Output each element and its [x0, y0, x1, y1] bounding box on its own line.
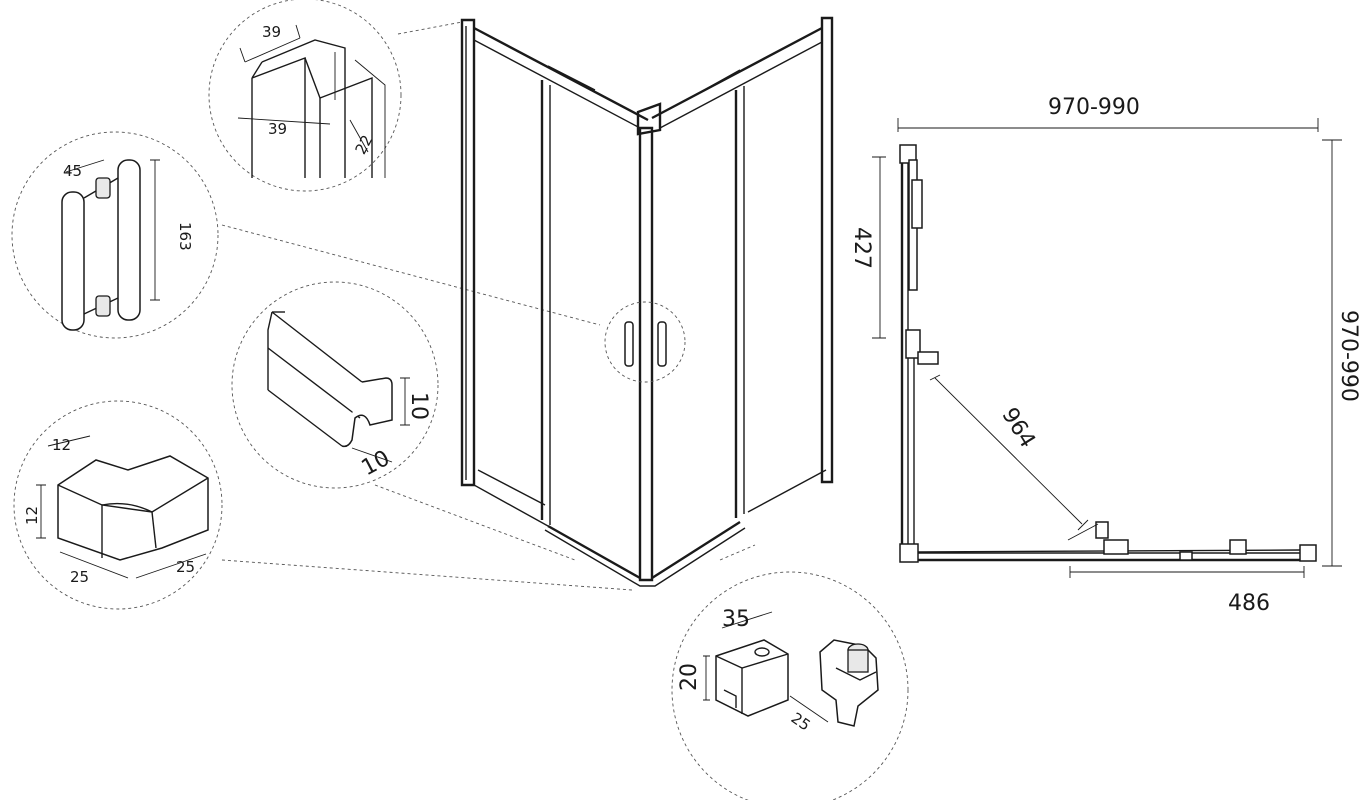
enclosure-3d	[460, 16, 834, 587]
detail-handle	[11, 131, 219, 339]
detail-corner	[13, 400, 223, 610]
corner-height: 12	[23, 506, 41, 525]
roller-guide: 25	[788, 709, 814, 735]
roller-width: 35	[722, 607, 750, 632]
plan-entry-width: 486	[1228, 591, 1270, 616]
leader-lines	[221, 21, 756, 591]
detail-profile	[208, 0, 402, 192]
seal-width: 10	[358, 446, 394, 481]
corner-leg-a: 25	[70, 568, 89, 586]
plan-door-panel: 427	[849, 227, 874, 269]
corner-leg-b: 25	[176, 558, 195, 576]
plan-view	[872, 118, 1342, 578]
seal-height: 10	[406, 392, 431, 420]
plan-overall-width: 970-990	[1048, 95, 1140, 120]
corner-thickness: 12	[52, 436, 71, 454]
detail-seal	[231, 281, 439, 489]
profile-width-top: 39	[262, 23, 281, 41]
handle-pitch: 45	[63, 162, 82, 180]
roller-height: 20	[677, 663, 702, 691]
detail-roller	[671, 571, 909, 800]
profile-width-mid: 39	[268, 120, 287, 138]
plan-overall-depth: 970-990	[1336, 310, 1361, 402]
handle-length: 163	[176, 222, 194, 251]
